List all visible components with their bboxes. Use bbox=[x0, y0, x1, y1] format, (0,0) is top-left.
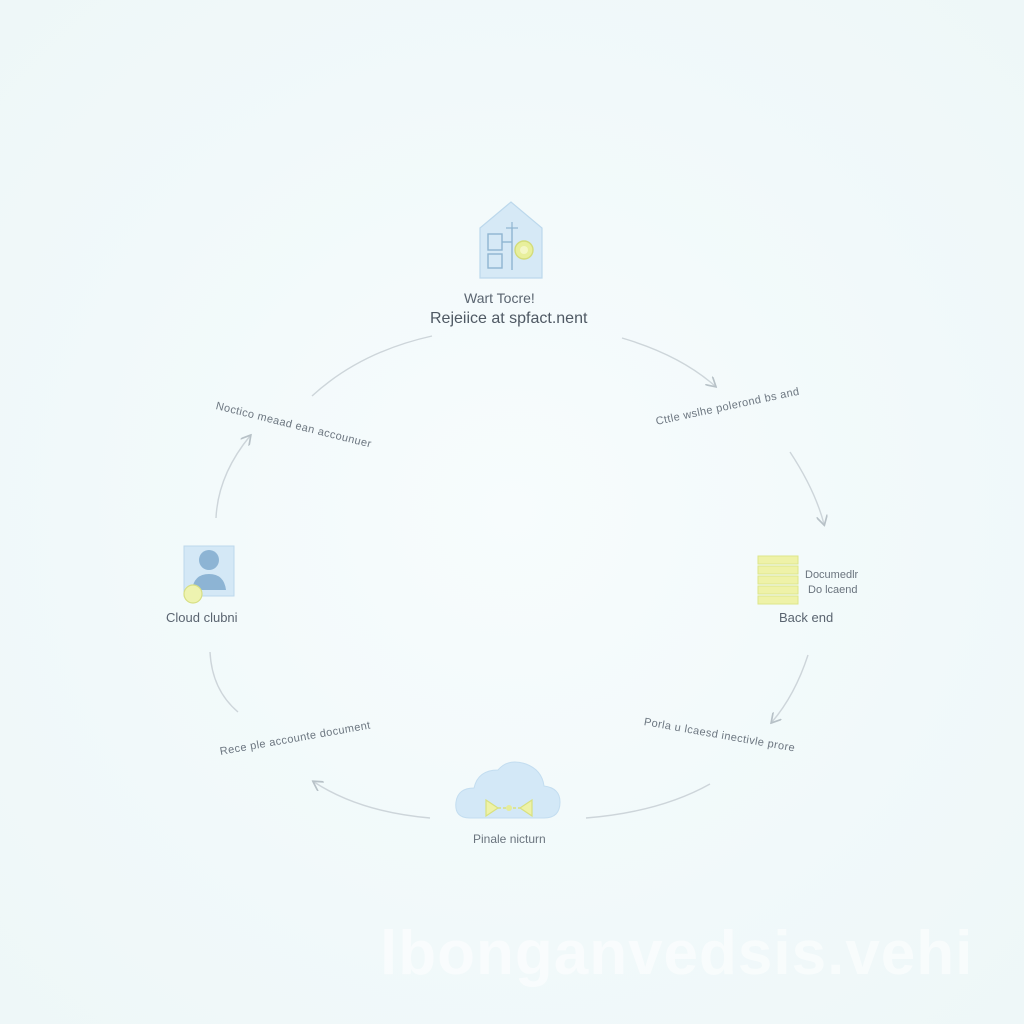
right-node-note-line1: Documedlr bbox=[805, 569, 859, 581]
connector-bottom-right bbox=[585, 783, 711, 819]
connector-left-lower bbox=[209, 651, 239, 713]
connector-right-bottom bbox=[772, 654, 809, 722]
cloud-icon bbox=[455, 761, 561, 819]
right-node-note-line2: Do lcaend bbox=[808, 584, 858, 596]
server-house-icon bbox=[479, 201, 543, 279]
connector-top-right-b bbox=[789, 451, 824, 524]
document-stack-icon bbox=[757, 555, 799, 605]
right-node-title: Back end bbox=[779, 610, 834, 625]
watermark-text: lbonganvedsis.vehi bbox=[380, 919, 974, 988]
connector-left-upper bbox=[215, 436, 250, 519]
top-node-title: Wart Tocre! bbox=[464, 290, 535, 306]
user-avatar-icon bbox=[183, 545, 235, 604]
top-node-subtitle: Rejeiice at spfact.nent bbox=[430, 310, 588, 327]
connector-top-left bbox=[311, 335, 433, 397]
bottom-node-title: Pinale nicturn bbox=[473, 832, 546, 846]
connector-bottom-left bbox=[314, 782, 431, 819]
connector-top-right-a bbox=[621, 337, 715, 386]
left-node-title: Cloud clubni bbox=[166, 610, 238, 625]
